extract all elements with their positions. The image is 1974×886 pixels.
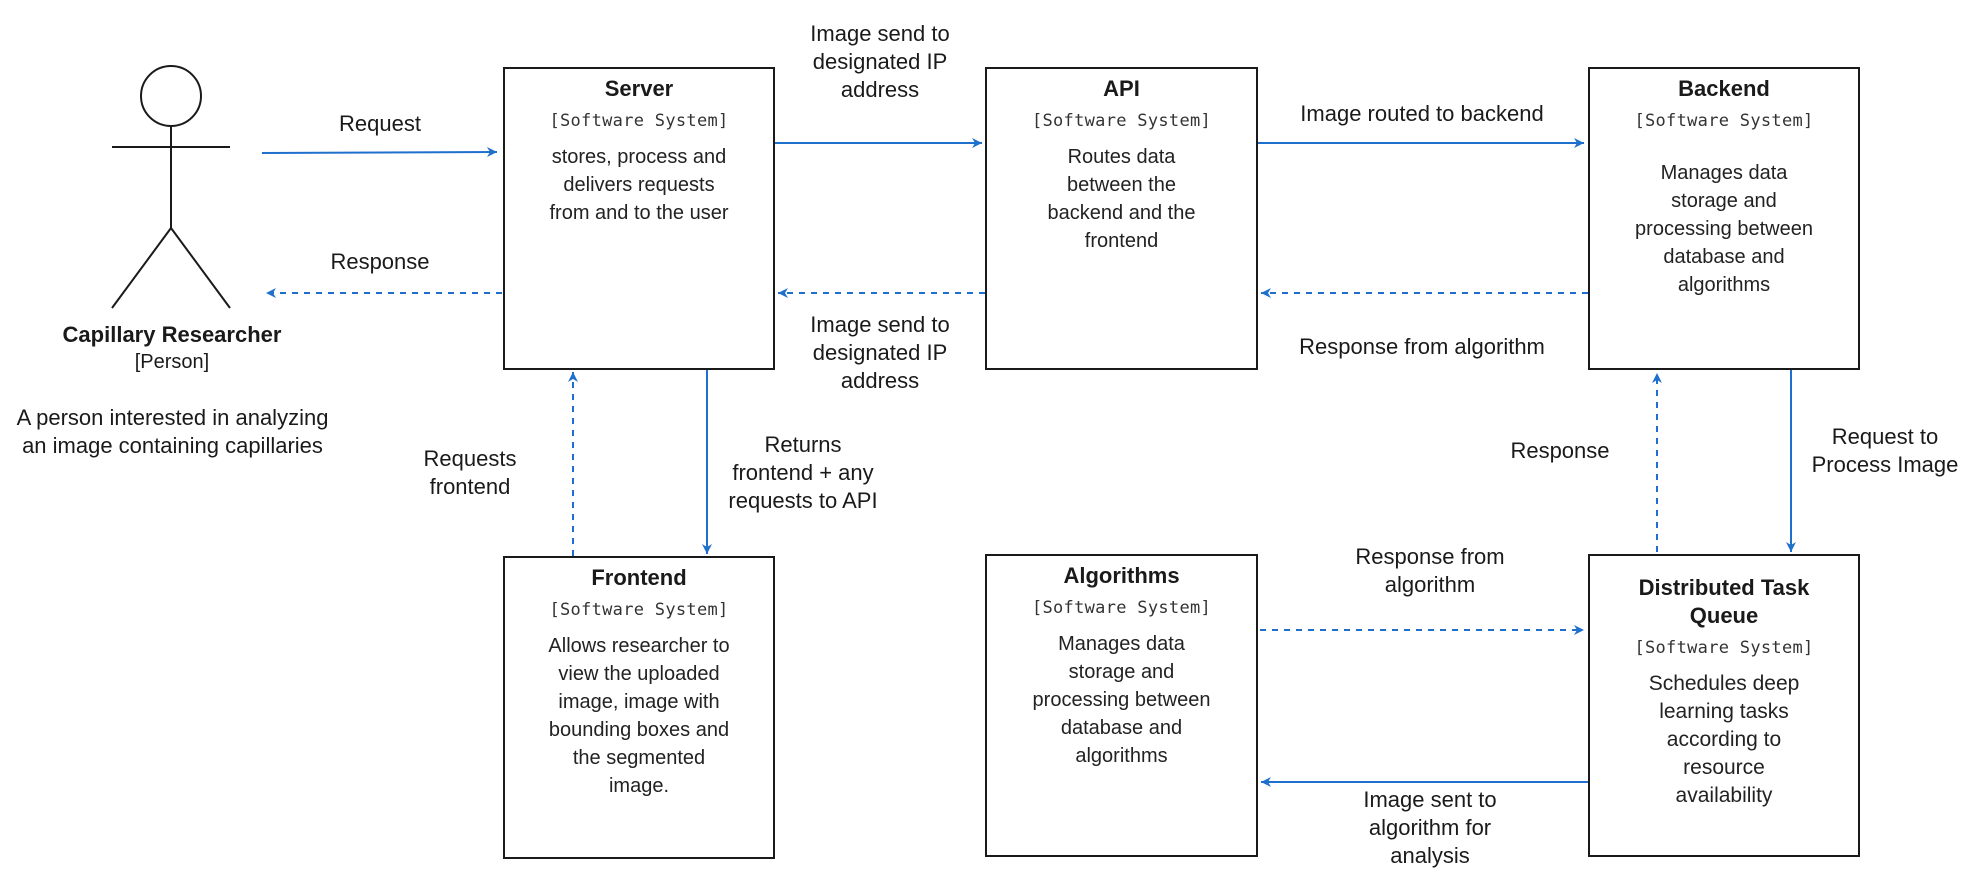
desc-line: learning tasks bbox=[1659, 700, 1789, 723]
api-title: API bbox=[1103, 76, 1140, 101]
desc-line: resource bbox=[1683, 756, 1765, 779]
label-line: analysis bbox=[1390, 843, 1470, 868]
desc-line: between the bbox=[1067, 174, 1176, 196]
server-box: Server [Software System] stores, process… bbox=[503, 67, 775, 370]
label-line: Image send to bbox=[810, 21, 950, 46]
label-line: Image send to bbox=[810, 312, 950, 337]
label-line: Image sent to bbox=[1363, 787, 1497, 812]
queue-description: Schedules deep learning tasks according … bbox=[1635, 670, 1814, 810]
person-name: Capillary Researcher bbox=[62, 322, 282, 347]
label-line: Image routed to backend bbox=[1300, 101, 1544, 126]
desc-line: database and bbox=[1663, 246, 1785, 268]
desc-line: from and to the user bbox=[549, 202, 729, 224]
label-backend-to-queue: Request to Process Image bbox=[1800, 423, 1970, 479]
desc-line: Schedules deep bbox=[1648, 672, 1800, 695]
label-queue-to-algorithms: Image sent to algorithm for analysis bbox=[1330, 786, 1530, 870]
desc-line: bounding boxes and bbox=[548, 719, 730, 741]
desc-line: image, image with bbox=[558, 691, 720, 713]
queue-kind: [Software System] bbox=[1634, 638, 1814, 658]
label-line: Response from algorithm bbox=[1299, 334, 1545, 359]
desc-line: algorithms bbox=[1677, 274, 1771, 296]
desc-line: Manages data bbox=[1058, 633, 1185, 655]
label-line: address bbox=[840, 368, 920, 393]
person-description-line: an image containing capillaries bbox=[22, 433, 323, 458]
label-line: Response bbox=[330, 249, 430, 274]
label-line: Response bbox=[1510, 438, 1610, 463]
label-server-to-frontend: Returns frontend + any requests to API bbox=[712, 431, 894, 515]
api-description: Routes data between the backend and the … bbox=[1034, 143, 1210, 255]
desc-line: processing between bbox=[1032, 689, 1211, 711]
frontend-box: Frontend [Software System] Allows resear… bbox=[503, 556, 775, 859]
label-server-to-api: Image send to designated IP address bbox=[780, 20, 980, 104]
label-backend-to-api: Response from algorithm bbox=[1262, 333, 1582, 361]
label-api-to-backend: Image routed to backend bbox=[1262, 100, 1582, 128]
desc-line: delivers requests bbox=[563, 174, 715, 196]
label-line: algorithm bbox=[1384, 572, 1476, 597]
desc-line: stores, process and bbox=[551, 146, 727, 168]
desc-line: database and bbox=[1060, 717, 1183, 739]
queue-title: Distributed Task Queue bbox=[1639, 574, 1810, 630]
frontend-kind: [Software System] bbox=[549, 600, 729, 620]
label-request: Request bbox=[300, 110, 460, 138]
label-line: designated IP bbox=[812, 49, 948, 74]
label-frontend-to-server: Requests frontend bbox=[400, 445, 540, 501]
backend-title: Backend bbox=[1678, 76, 1770, 101]
server-description: stores, process and delivers requests fr… bbox=[536, 143, 743, 227]
label-line: algorithm for bbox=[1368, 815, 1492, 840]
desc-line: view the uploaded bbox=[558, 663, 720, 685]
desc-line: storage and bbox=[1068, 661, 1175, 683]
label-algorithms-to-queue: Response from algorithm bbox=[1330, 543, 1530, 599]
backend-kind: [Software System] bbox=[1634, 111, 1814, 131]
person-description: A person interested in analyzing an imag… bbox=[0, 404, 345, 460]
frontend-description: Allows researcher to view the uploaded i… bbox=[534, 632, 743, 800]
desc-line: Allows researcher to bbox=[548, 635, 730, 657]
server-title: Server bbox=[604, 76, 674, 101]
desc-line: storage and bbox=[1671, 190, 1777, 212]
backend-description: Manages data storage and processing betw… bbox=[1621, 159, 1827, 299]
desc-line: algorithms bbox=[1075, 745, 1168, 767]
label-line: Process Image bbox=[1811, 452, 1959, 477]
label-queue-to-backend: Response bbox=[1490, 437, 1630, 465]
label-line: frontend + any bbox=[732, 460, 874, 485]
person-figure-icon bbox=[111, 65, 231, 309]
desc-line: image. bbox=[608, 775, 670, 797]
label-response: Response bbox=[300, 248, 460, 276]
desc-line: processing between bbox=[1635, 218, 1813, 240]
label-line: Request bbox=[339, 111, 421, 136]
queue-box: Distributed Task Queue [Software System]… bbox=[1588, 554, 1860, 857]
label-line: Response from bbox=[1355, 544, 1505, 569]
algorithms-box: Algorithms [Software System] Manages dat… bbox=[985, 554, 1258, 857]
label-line: Requests bbox=[423, 446, 517, 471]
edge-request bbox=[261, 147, 498, 158]
algorithms-description: Manages data storage and processing betw… bbox=[1019, 630, 1225, 770]
desc-line: Routes data bbox=[1067, 146, 1176, 168]
backend-box: Backend [Software System] Manages data s… bbox=[1588, 67, 1860, 370]
desc-line: backend and the bbox=[1047, 202, 1196, 224]
api-kind: [Software System] bbox=[1031, 111, 1212, 131]
frontend-title: Frontend bbox=[591, 565, 687, 590]
algorithms-kind: [Software System] bbox=[1031, 598, 1212, 618]
desc-line: Manages data bbox=[1660, 162, 1788, 184]
title-line: Queue bbox=[1689, 603, 1759, 628]
label-line: Returns bbox=[764, 432, 842, 457]
person-kind: [Person] bbox=[134, 351, 210, 373]
server-kind: [Software System] bbox=[549, 111, 729, 131]
label-api-to-server: Image send to designated IP address bbox=[780, 311, 980, 395]
label-line: designated IP bbox=[812, 340, 948, 365]
title-line: Distributed Task bbox=[1638, 575, 1810, 600]
label-line: address bbox=[840, 77, 920, 102]
api-box: API [Software System] Routes data betwee… bbox=[985, 67, 1258, 370]
label-line: Request to bbox=[1831, 424, 1939, 449]
person-description-line: A person interested in analyzing bbox=[16, 405, 329, 430]
label-line: frontend bbox=[429, 474, 511, 499]
desc-line: availability bbox=[1675, 784, 1773, 807]
desc-line: according to bbox=[1666, 728, 1782, 751]
desc-line: frontend bbox=[1084, 230, 1159, 252]
desc-line: the segmented bbox=[572, 747, 706, 769]
algorithms-title: Algorithms bbox=[1063, 563, 1180, 588]
label-line: requests to API bbox=[728, 488, 878, 513]
